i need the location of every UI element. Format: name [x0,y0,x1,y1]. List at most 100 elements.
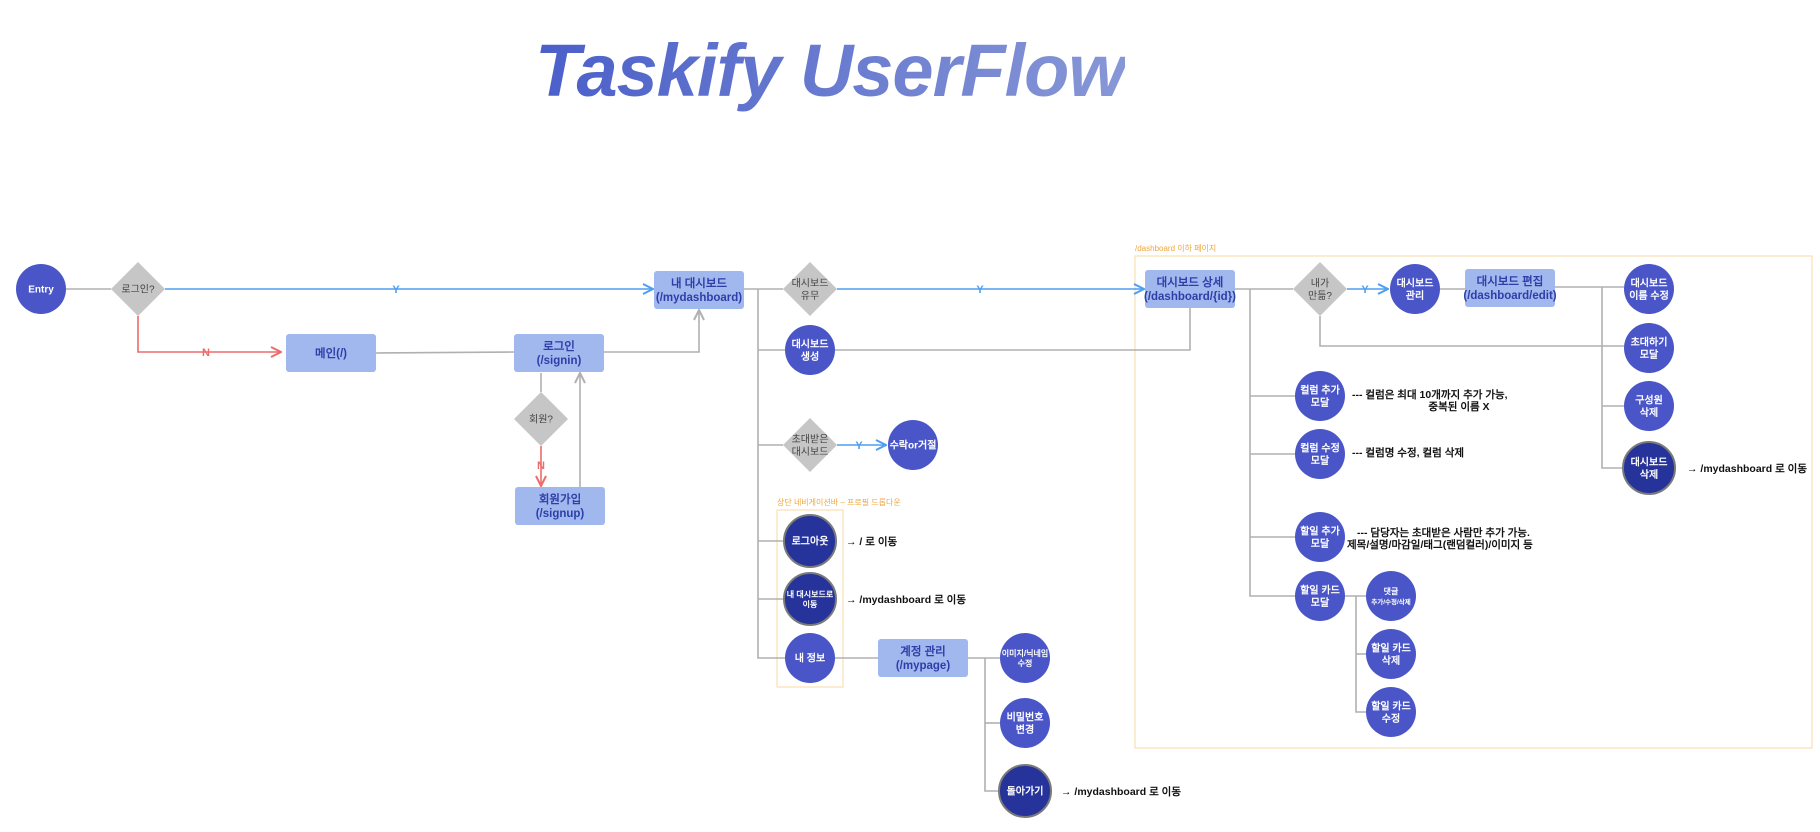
node-label-signin-1: 로그인 [543,339,575,353]
node-shape-img-edit [1000,633,1050,683]
node-label-img-edit-2: 수정 [1018,658,1033,668]
node-label-rename-2: 이름 수정 [1629,289,1669,302]
node-label-accept: 수락or거절 [890,439,937,452]
edge-label-y2: Y [976,284,984,296]
node-shape-col-edit [1295,429,1345,479]
node-label-card-del-2: 삭제 [1382,654,1400,667]
edge-label-n1: N [202,347,210,359]
node-shape-mypage [878,639,968,677]
edge-gray-17 [835,308,1191,351]
node-shape-invite-modal [1624,323,1674,373]
node-label-dash-create-2: 생성 [801,350,819,363]
note-goto-my-line-1: → /mydashboard 로 이동 [846,593,966,606]
node-label-pw-change-1: 비밀번호 [1007,710,1044,723]
node-shape-accept [888,420,938,470]
note-goback: → /mydashboard 로 이동 [1061,785,1181,798]
node-label-todo-add-1: 할일 추가 [1300,524,1340,537]
node-shape-login-q [111,262,165,316]
node-shape-dash-manage [1390,264,1440,314]
note-goback-line-1: → /mydashboard 로 이동 [1061,785,1181,798]
note-coledit: --- 컬럼명 수정, 컬럼 삭제 [1352,446,1464,459]
node-shape-main [286,334,376,372]
node-shape-mydashboard [654,271,744,309]
node-shape-todo-card [1295,571,1345,621]
node-label-dash-edit-1: 대시보드 편집 [1477,274,1544,288]
node-label-comment-1: 댓글 [1384,586,1399,596]
node-go-back: 돌아가기 [998,764,1052,818]
node-label-member-del-1: 구성원 [1635,393,1663,406]
page-title: Taskify UserFlow [535,29,1126,112]
note-logout-line-1: → / 로 이동 [846,535,897,548]
node-shape-rename [1624,264,1674,314]
node-shape-member-del [1624,381,1674,431]
node-label-dash-edit-2: (/dashboard/edit) [1463,290,1556,302]
edge-label-y1: Y [392,284,400,296]
node-login-q: 로그인? [111,262,165,316]
node-label-myinfo: 내 정보 [795,652,825,665]
node-label-col-edit-1: 컬럼 수정 [1300,441,1340,454]
node-label-dash-del-2: 삭제 [1640,468,1658,481]
node-shape-invited-q [783,418,837,472]
note-logout: → / 로 이동 [846,535,897,548]
note-coledit-line-1: --- 컬럼명 수정, 컬럼 삭제 [1352,446,1464,459]
note-coladd: --- 컬럼은 최대 10개까지 추가 가능,중복된 이름 X [1352,388,1508,413]
node-shape-comment [1366,571,1416,621]
node-shape-signup [515,487,605,525]
node-label-dash-detail-1: 대시보드 상세 [1157,275,1224,289]
node-mypage: 계정 관리(/mypage) [878,639,968,677]
node-label-goto-my-1: 내 대시보드로 [787,589,834,599]
node-signin: 로그인 (/signin) [514,334,604,372]
note-coladd-line-1: --- 컬럼은 최대 10개까지 추가 가능, [1352,388,1508,401]
node-label-mypage-2: (/mypage) [896,660,950,672]
node-shape-dash-create [785,325,835,375]
note-todoadd: --- 담당자는 초대받은 사람만 추가 가능.제목/설명/마감일/태그(랜덤컬… [1347,526,1533,551]
node-shape-pw-change [1000,698,1050,748]
edge-label-y3: Y [855,440,863,452]
node-member-q: 회원? [514,392,568,446]
edge-gray-11 [757,289,785,659]
node-shape-todo-add [1295,512,1345,562]
node-label-mydashboard-1: 내 대시보드 [671,276,728,290]
node-shape-card-del [1366,629,1416,679]
group-label-nav-dropdown: 상단 네비게이션바 – 프로필 드롭다운 [777,497,901,507]
node-shape-mine-q [1293,262,1347,316]
node-label-card-del-1: 할일 카드 [1371,641,1411,654]
node-shape-dash-del [1622,441,1676,495]
node-label-dash-exist-q-1: 대시보드 [792,277,829,289]
node-label-col-add-1: 컬럼 추가 [1300,383,1340,396]
node-label-member-q: 회원? [529,414,553,426]
node-label-dash-create-1: 대시보드 [792,337,829,350]
node-label-member-del-2: 삭제 [1640,406,1658,419]
node-shape-member-q [514,392,568,446]
node-shape-dash-exist-q [783,262,837,316]
node-label-go-back: 돌아가기 [1007,785,1044,798]
note-todoadd-line-2: 제목/설명/마감일/태그(랜덤컬러)/이미지 등 [1347,538,1533,551]
node-label-comment-2: 추가/수정/삭제 [1371,597,1411,606]
edge-label-y4: Y [1361,284,1369,296]
node-mydashboard: 내 대시보드(/mydashboard) [654,271,744,309]
note-todoadd-line-1: --- 담당자는 초대받은 사람만 추가 가능. [1357,526,1530,539]
node-dash-detail: 대시보드 상세(/dashboard/{id}) [1144,270,1236,308]
node-shape-myinfo [785,633,835,683]
node-label-card-edit-2: 수정 [1382,712,1400,725]
node-label-signin-2: (/signin) [537,355,582,367]
node-dash-edit: 대시보드 편집 (/dashboard/edit) [1463,269,1557,307]
node-label-invite-modal-1: 초대하기 [1631,335,1668,348]
node-shape-logout [783,514,837,568]
note-dashdel: → /mydashboard 로 이동 [1687,462,1807,475]
node-label-entry: Entry [28,285,54,296]
edge-gray-31 [1601,287,1623,469]
node-label-dash-manage-1: 대시보드 [1397,276,1434,289]
